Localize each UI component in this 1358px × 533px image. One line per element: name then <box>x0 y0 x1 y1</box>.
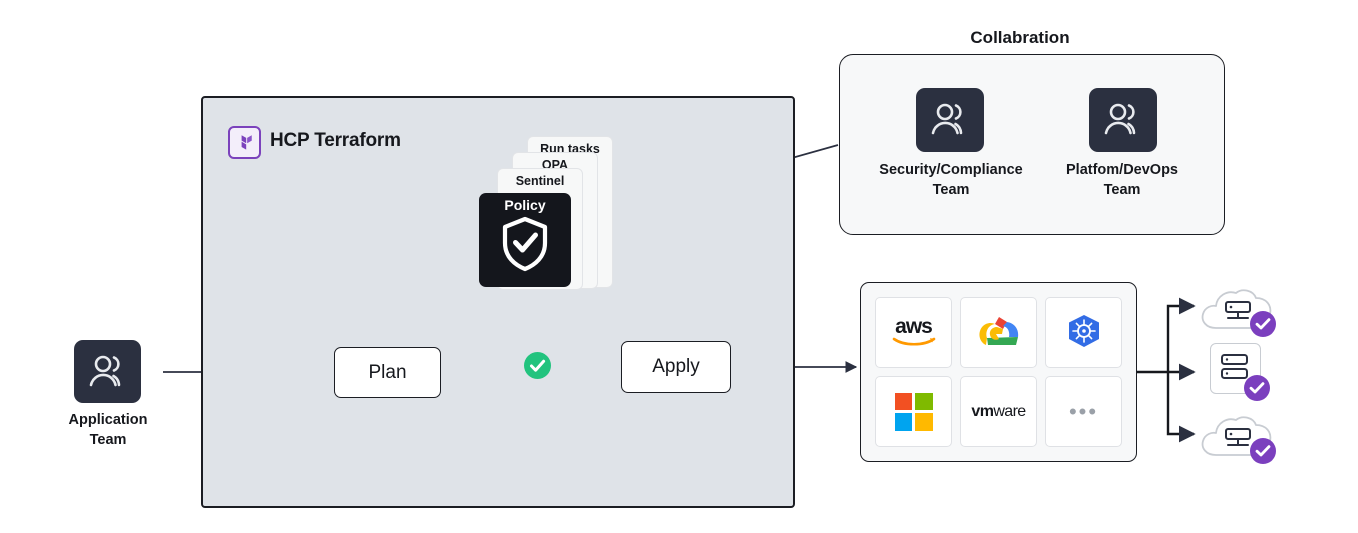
check-badge-icon <box>1250 311 1276 337</box>
label-line-2: Team <box>932 182 970 198</box>
target-cloud-infrastructure-2[interactable] <box>1198 409 1280 465</box>
provider-cell-aws[interactable]: aws <box>875 297 952 368</box>
application-team-label: Application Team <box>35 410 181 450</box>
aws-logo-icon: aws <box>895 314 933 338</box>
google-cloud-logo-icon <box>978 316 1018 345</box>
policy-card-label: Policy <box>504 197 546 213</box>
label-line-2: Team <box>1103 182 1141 198</box>
provider-cell-kubernetes[interactable] <box>1045 297 1122 368</box>
label-line-1: Application <box>68 412 148 428</box>
people-icon <box>89 355 121 387</box>
target-onprem-infrastructure[interactable] <box>1210 343 1270 401</box>
security-team-label: Security/Compliance Team <box>860 160 1042 200</box>
label-line-1: Security/Compliance <box>879 162 1023 178</box>
hcp-terraform-panel <box>201 96 795 508</box>
label-line-2: Team <box>89 432 127 448</box>
collaboration-title: Collabration <box>970 28 1070 47</box>
policy-card-label: Sentinel <box>515 174 565 188</box>
check-badge-icon <box>1244 375 1270 401</box>
platform-team-label: Platfom/DevOps Team <box>1040 160 1204 200</box>
application-team-icon-tile[interactable] <box>74 340 141 403</box>
vmware-logo-icon: vmware <box>971 402 1026 421</box>
security-team-icon-tile[interactable] <box>916 88 984 152</box>
ellipsis-icon: ••• <box>1068 398 1099 424</box>
provider-cell-google-cloud[interactable] <box>960 297 1037 368</box>
provider-grid: aws <box>860 282 1137 462</box>
vmware-bold: vm <box>971 402 994 420</box>
collaboration-box <box>839 54 1225 235</box>
provider-cell-microsoft[interactable] <box>875 376 952 447</box>
target-cloud-infrastructure-1[interactable] <box>1198 282 1280 338</box>
apply-step-box[interactable]: Apply <box>621 341 731 393</box>
people-icon <box>931 103 963 135</box>
kubernetes-logo-icon <box>1068 314 1099 347</box>
provider-cell-more[interactable]: ••• <box>1045 376 1122 447</box>
microsoft-logo-icon <box>894 392 933 431</box>
hcp-terraform-title: HCP Terraform <box>270 130 401 151</box>
terraform-logo-icon <box>228 126 261 159</box>
label-line-1: Platfom/DevOps <box>1066 162 1178 178</box>
check-circle-icon <box>524 352 551 379</box>
people-icon <box>1104 103 1136 135</box>
platform-team-icon-tile[interactable] <box>1089 88 1157 152</box>
apply-label: Apply <box>652 356 700 377</box>
check-badge-icon <box>1250 438 1276 464</box>
shield-check-icon <box>479 215 571 273</box>
plan-label: Plan <box>368 361 407 383</box>
plan-step-box[interactable]: Plan <box>334 347 441 398</box>
policy-card-front[interactable]: Policy <box>479 193 571 287</box>
aws-smile-icon <box>892 337 935 346</box>
vmware-rest: ware <box>993 402 1026 420</box>
provider-cell-vmware[interactable]: vmware <box>960 376 1037 447</box>
